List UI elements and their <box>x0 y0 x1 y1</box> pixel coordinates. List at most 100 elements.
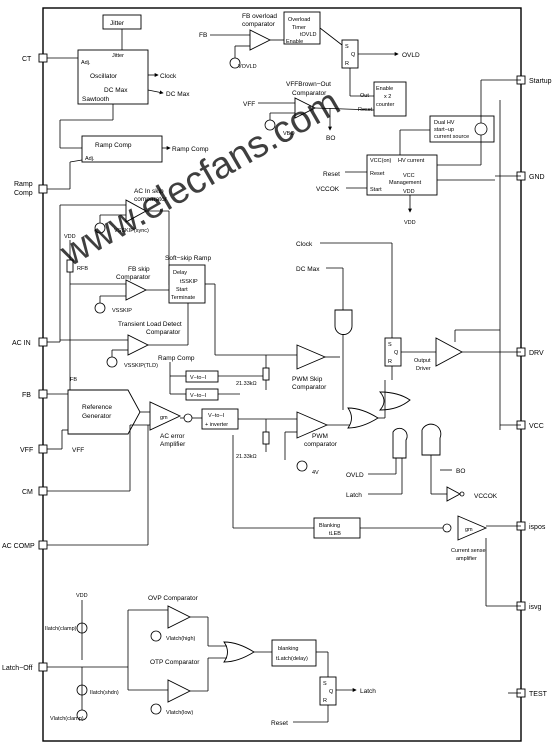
soft-skip-label: Soft−skip Ramp <box>165 255 211 262</box>
osc-jitter-label: Jitter <box>112 53 124 59</box>
pin-startup-label: Startup <box>529 78 552 85</box>
vff-bo-label-2: Comparator <box>292 90 327 97</box>
vssk-tld-label: VSSKIP(TLD) <box>124 363 158 369</box>
x2-enable-label: Enable <box>376 86 393 92</box>
v-to-i-inv-label-2: + inverter <box>205 422 228 428</box>
fb-skip-label-1: FB skip <box>128 266 150 273</box>
pin-isvg: isvg <box>516 601 542 611</box>
vlatch-high-label: Vlatch(high) <box>166 636 196 642</box>
pin-vcc: VCC <box>516 420 544 430</box>
sr3-r: R <box>323 698 327 704</box>
pin-isvg-label: isvg <box>529 604 542 611</box>
vcc-on-label: VCC(on) <box>370 158 392 164</box>
ac-err-label-1: AC error <box>160 433 185 440</box>
vssk-sync-label: VSSKIP(sync) <box>114 228 149 234</box>
clock-out-label: Clock <box>160 73 177 80</box>
bo-out-label: BO <box>326 135 335 142</box>
vdd-out-label: VDD <box>404 220 416 226</box>
delay-label: Delay <box>173 270 187 276</box>
ac-skip-label-2: comparator <box>134 196 168 203</box>
sr1-r: R <box>345 61 349 67</box>
vff-ref-label: VFF <box>72 447 84 454</box>
ovp-comparator <box>167 605 192 629</box>
delay-block <box>168 264 206 304</box>
delay-start-label: Start <box>176 287 188 293</box>
pin-ac-comp: AC COMP <box>2 540 48 550</box>
blanking-leb-label-1: Blanking <box>319 523 340 529</box>
pin-latch-off: Latch−Off <box>2 662 48 672</box>
tld-label-1: Transient Load Detect <box>118 321 182 328</box>
vff-bo-in-label: VFF <box>243 101 255 108</box>
vccok-label: VCCOK <box>316 186 340 193</box>
rfb-label: RFB <box>77 266 88 272</box>
bo-in-label: BO <box>456 468 465 475</box>
fb-overload-comparator <box>249 29 272 51</box>
vff-bo-label-1: VFFBrown−Out <box>286 81 331 88</box>
sr2-q: Q <box>394 350 399 356</box>
osc-adj-label: Adj. <box>81 60 91 66</box>
pin-latch-off-label: Latch−Off <box>2 665 32 672</box>
dcmax-in-label: DC Max <box>296 266 320 273</box>
gm-label: gm <box>160 415 168 421</box>
ramp-comp-out-label: Ramp Comp <box>172 146 209 153</box>
ac-err-label-2: Amplifier <box>160 441 186 448</box>
pin-cm: CM <box>22 486 48 496</box>
sr1-q: Q <box>351 52 356 58</box>
clock-in-label: Clock <box>296 241 313 248</box>
x2-counter-block <box>373 81 407 117</box>
pin-ac-comp-label: AC COMP <box>2 543 35 550</box>
and-gate-3 <box>421 423 442 456</box>
resistor-2133-a <box>262 367 270 381</box>
pin-comp-label: Comp <box>14 190 33 197</box>
csa-label-2: amplifier <box>456 556 477 562</box>
terminate-label: Terminate <box>171 295 195 301</box>
v-to-i-label-1: V−to−I <box>190 375 207 381</box>
reference-generator-block <box>67 389 141 435</box>
pin-ac-in: AC IN <box>12 337 48 347</box>
sr3-s: S <box>323 681 327 687</box>
pin-fb-label: FB <box>22 392 31 399</box>
pin-startup: Startup <box>516 75 552 85</box>
vbo-label: VBO <box>283 131 295 137</box>
output-driver-label-2: Driver <box>416 366 431 372</box>
pin-gnd: GND <box>516 171 545 181</box>
ramp-adj-label: Adj. <box>85 156 95 162</box>
ramp-comp-in-label: Ramp Comp <box>158 355 195 362</box>
pin-ac-in-label: AC IN <box>12 340 31 347</box>
ovp-comp-label: OVP Comparator <box>148 595 199 602</box>
current-sense-amplifier <box>457 515 488 541</box>
resistor-2133-b <box>262 431 270 445</box>
chip-outline <box>42 7 522 742</box>
pin-ct: CT <box>22 53 48 63</box>
blanking-delay-label-1: blanking <box>278 646 299 652</box>
overload-timer-label-1: Overload <box>288 17 310 23</box>
ilatch-shdn-label: Ilatch(shdn) <box>90 690 119 696</box>
osc-dcmax-label: DC Max <box>104 87 128 94</box>
pwm-comp-label-2: comparator <box>304 441 338 448</box>
dual-hv-source-block <box>429 115 495 143</box>
v-to-i-block-1 <box>185 370 219 383</box>
vlatch-clamp-label: Vlatch(clamp) <box>50 716 84 722</box>
ramp-comp-block-label: Ramp Comp <box>95 142 132 149</box>
tsskip-label: tSSKIP <box>180 279 198 285</box>
ac-error-amplifier <box>149 401 182 431</box>
inverter-vccok <box>446 486 461 502</box>
v4-label: 4V <box>312 470 319 476</box>
vcc-management-block <box>366 154 438 196</box>
jitter-label: Jitter <box>110 20 125 27</box>
v-to-i-label-2: V−to−I <box>190 393 207 399</box>
latch-in-label: Latch <box>346 492 362 499</box>
or-gate-latch <box>223 641 255 663</box>
sr2-s: S <box>388 342 392 348</box>
fb-skip-label-2: Comparator <box>116 274 151 281</box>
vlatch-low-label: Vlatch(low) <box>166 710 193 716</box>
vcc-mgmt-reset-label: Reset <box>370 171 385 177</box>
dual-hv-label-3: current source <box>434 134 469 140</box>
dual-hv-label-2: start−up <box>434 127 454 133</box>
pin-ispos: ispos <box>516 521 546 531</box>
reset-bottom-label: Reset <box>271 720 288 727</box>
pwm-skip-label-2: Comparator <box>292 384 327 391</box>
hv-current-label: HV current <box>398 158 425 164</box>
sum-node-icon <box>183 413 193 423</box>
